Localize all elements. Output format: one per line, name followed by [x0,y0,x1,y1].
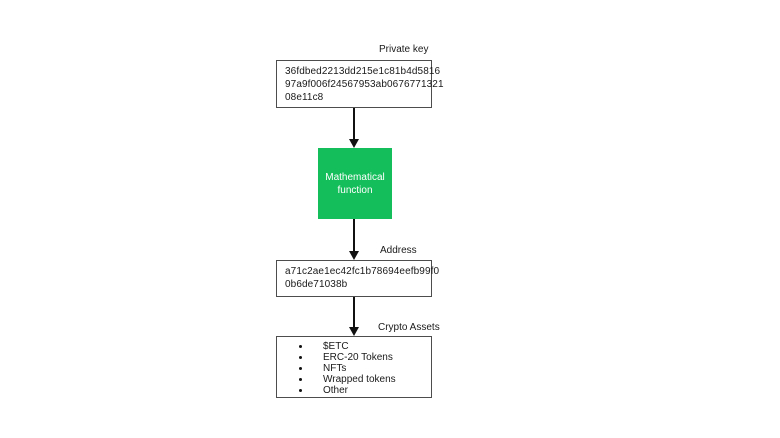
asset-name: $ETC [323,341,349,352]
crypto-assets-label: Crypto Assets [378,322,440,333]
asset-name: NFTs [323,363,347,374]
asset-name: Wrapped tokens [323,374,396,385]
list-item: $ETC [277,341,431,352]
arrow-head-icon [349,251,359,260]
bullet-icon [299,356,302,359]
address-box: a71c2ae1ec42fc1b78694eefb99f0 0b6de71038… [276,260,440,297]
list-item: Other [277,385,431,396]
bullet-icon [299,345,302,348]
private-key-value-line: 08e11c8 [285,92,324,103]
mathematical-function-box: Mathematical function [318,148,392,219]
address-value-line: a71c2ae1ec42fc1b78694eefb99f0 [285,266,440,277]
bullet-icon [299,367,302,370]
arrow-function-to-address [349,219,359,260]
private-key-value-line: 97a9f006f24567953ab0676771321 [285,79,444,90]
private-key-label: Private key [379,44,429,55]
asset-name: ERC-20 Tokens [323,352,393,363]
list-item: Wrapped tokens [277,374,431,385]
arrow-head-icon [349,327,359,336]
address-label: Address [380,245,417,256]
address-value-line: 0b6de71038b [285,279,348,290]
mathematical-function-label: Mathematical function [325,171,385,196]
arrow-shaft [353,219,355,252]
list-item: ERC-20 Tokens [277,352,431,363]
arrow-private-key-to-function [349,108,359,148]
private-key-box: 36fdbed2213dd215e1c81b4d5816 97a9f006f24… [276,60,444,108]
list-item: NFTs [277,363,431,374]
private-key-value-line: 36fdbed2213dd215e1c81b4d5816 [285,66,441,77]
bullet-icon [299,378,302,381]
arrow-address-to-assets [349,297,359,336]
crypto-assets-box: $ETC ERC-20 Tokens NFTs Wrapped tokens O… [276,336,432,398]
arrow-head-icon [349,139,359,148]
arrow-shaft [353,297,355,328]
arrow-shaft [353,108,355,140]
asset-name: Other [323,385,349,396]
bullet-icon [299,389,302,392]
